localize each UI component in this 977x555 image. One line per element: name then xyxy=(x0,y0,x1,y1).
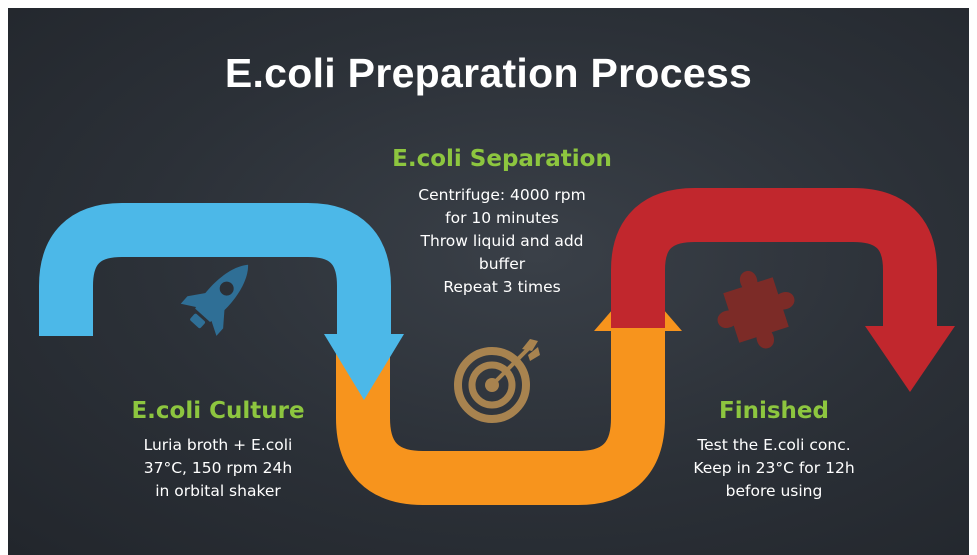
culture-line: 37°C, 150 rpm 24h xyxy=(143,459,293,477)
slide: E.coli Preparation Process xyxy=(8,8,969,555)
culture-title: E.coli Culture xyxy=(131,398,305,424)
separation-line: for 10 minutes xyxy=(445,209,559,227)
finished-line: before using xyxy=(725,482,823,500)
puzzle-piece-icon xyxy=(717,270,795,349)
separation-line: buffer xyxy=(478,255,526,273)
culture-line: Luria broth + E.coli xyxy=(143,436,293,454)
finished-title: Finished xyxy=(719,398,829,424)
finished-line: Test the E.coli conc. xyxy=(697,436,851,454)
culture-description: Luria broth + E.coli 37°C, 150 rpm 24h i… xyxy=(68,434,368,503)
process-diagram xyxy=(39,188,955,505)
culture-arrow xyxy=(39,203,404,400)
rocket-icon xyxy=(180,264,249,336)
finished-description: Test the E.coli conc. Keep in 23°C for 1… xyxy=(624,434,924,503)
slide-title: E.coli Preparation Process xyxy=(224,50,753,96)
separation-description: Centrifuge: 4000 rpm for 10 minutes Thro… xyxy=(352,184,652,299)
target-icon xyxy=(454,339,540,423)
separation-title: E.coli Separation xyxy=(392,146,612,172)
separation-line: Centrifuge: 4000 rpm xyxy=(418,186,586,204)
separation-line: Throw liquid and add xyxy=(420,232,584,250)
culture-line: in orbital shaker xyxy=(155,482,281,500)
separation-line: Repeat 3 times xyxy=(443,278,561,296)
finished-line: Keep in 23°C for 12h xyxy=(693,459,855,477)
finished-arrow xyxy=(611,188,955,392)
